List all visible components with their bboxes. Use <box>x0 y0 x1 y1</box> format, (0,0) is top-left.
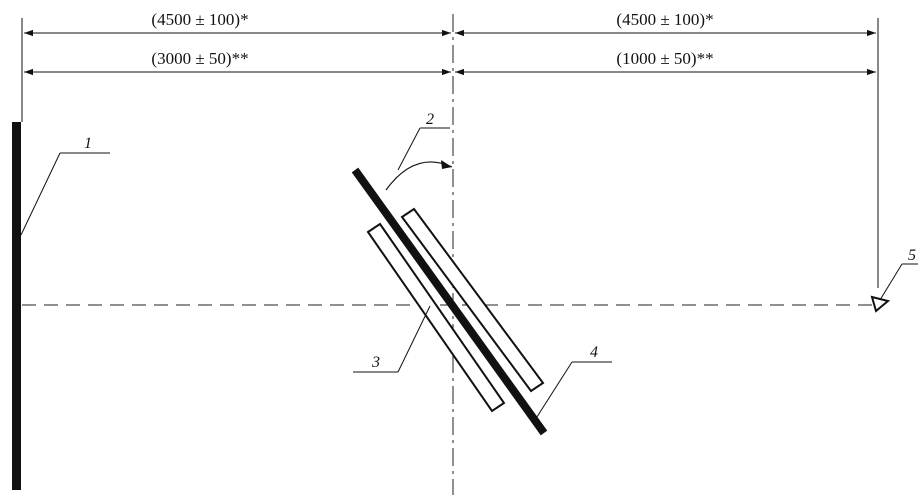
callout-label-3: 3 <box>371 354 380 371</box>
callout-leader-5 <box>879 263 903 301</box>
dimension-label-second-right: (1000 ± 50)** <box>616 49 713 68</box>
angle-arc-arrow <box>441 160 452 169</box>
dimension-label-top-left: (4500 ± 100)* <box>151 10 248 29</box>
inclined-plate-item-4 <box>351 167 548 436</box>
callout-leader-1 <box>20 152 61 236</box>
sensor-triangle-item-5 <box>870 295 891 313</box>
callout-leader-2 <box>397 127 421 171</box>
side-panel-right-item-3 <box>400 207 545 393</box>
callout-label-5: 5 <box>908 247 916 264</box>
plate-item-1 <box>12 122 21 490</box>
dimension-label-second-left: (3000 ± 50)** <box>151 49 248 68</box>
callout-label-2: 2 <box>426 111 434 128</box>
callout-label-1: 1 <box>84 135 92 152</box>
callout-leader-4 <box>534 361 573 421</box>
dimension-label-top-right: (4500 ± 100)* <box>616 10 713 29</box>
callout-leader-3 <box>397 305 431 373</box>
side-panel-left-item-3 <box>366 222 506 413</box>
callout-label-4: 4 <box>590 344 598 361</box>
